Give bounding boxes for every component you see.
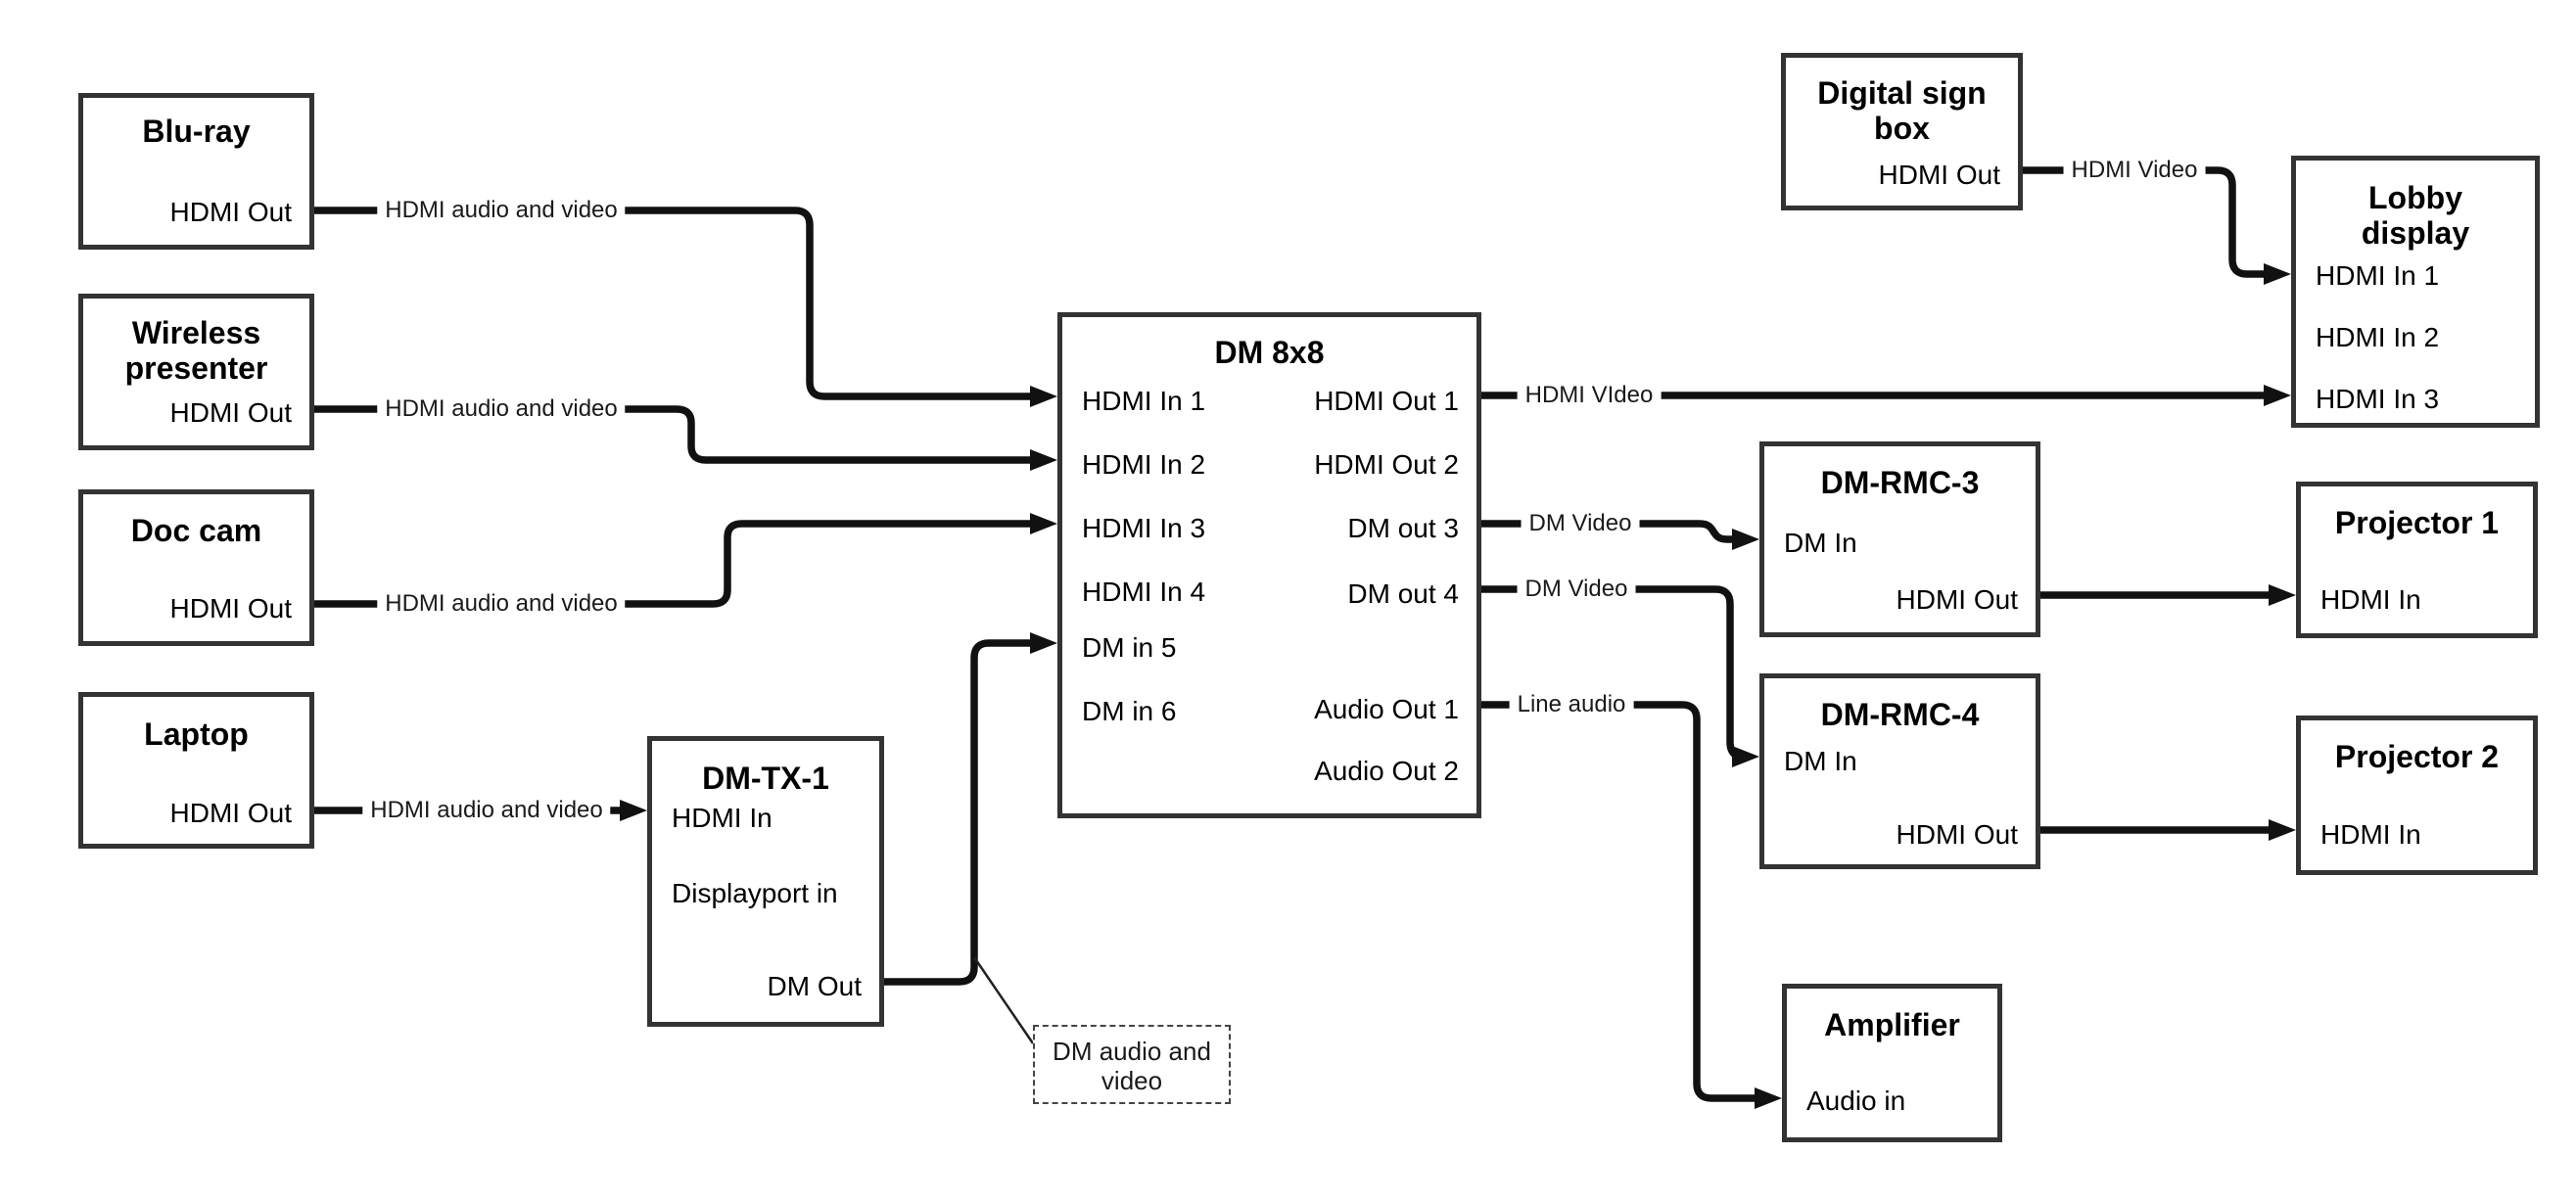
arrowhead-hdmi-in-2: [1030, 449, 1057, 471]
node-dm-rmc-3-title: DM-RMC-3: [1820, 465, 1980, 500]
node-dm-8x8: DM 8x8 HDMI In 1 HDMI In 2 HDMI In 3 HDM…: [1057, 312, 1481, 818]
wire-dmtx1-to-dm-in-5: [884, 639, 1032, 986]
arrowhead-projector1-hdmi-in: [2269, 584, 2296, 606]
arrowhead-rmc4-dm-in: [1732, 746, 1759, 767]
wire-label-hdmiout1: HDMI VIdeo: [1517, 381, 1662, 410]
callout-leader-line: [972, 956, 1035, 1044]
node-digital-sign-title-line2: box: [1874, 111, 1930, 146]
node-lobby-port-hdmi-in-1: HDMI In 1: [2316, 260, 2440, 291]
node-dm-rmc-4: DM-RMC-4 DM In HDMI Out: [1759, 673, 2040, 869]
node-amplifier: Amplifier Audio in: [1782, 984, 2002, 1142]
node-dm-8x8-port-dm-out-3: DM out 3: [1347, 513, 1459, 543]
callout-text-line1: DM audio and: [1053, 1037, 1211, 1066]
node-lobby-port-hdmi-in-3: HDMI In 3: [2316, 384, 2440, 414]
arrowhead-hdmi-in-1: [1030, 386, 1057, 407]
node-dm-tx-1: DM-TX-1 HDMI In Displayport in DM Out: [647, 736, 884, 1027]
arrowhead-hdmi-in-3: [1030, 513, 1057, 534]
arrowhead-lobby-in-1: [2264, 263, 2291, 285]
node-dm-tx-1-port-displayport-in: Displayport in: [672, 878, 838, 908]
node-projector-1-title: Projector 1: [2334, 505, 2500, 540]
node-doc-cam-title: Doc cam: [130, 513, 262, 548]
wire-label-dmout4: DM Video: [1517, 575, 1636, 604]
wire-dmout3-to-rmc3-dm-in: [1481, 520, 1735, 543]
node-projector-2-port-hdmi-in: HDMI In: [2320, 819, 2421, 850]
node-dm-8x8-port-hdmi-in-1: HDMI In 1: [1082, 386, 1206, 416]
node-digital-sign-title-line1: Digital sign: [1817, 75, 1987, 111]
node-wireless-title-line2: presenter: [124, 350, 268, 386]
node-dm-8x8-port-hdmi-out-2: HDMI Out 2: [1314, 449, 1459, 480]
node-laptop: Laptop HDMI Out: [78, 692, 314, 849]
wire-digitalsign-to-lobby-in-1: [2020, 166, 2266, 278]
wire-label-dmout3: DM Video: [1521, 509, 1640, 538]
node-dm-8x8-port-dm-in-5: DM in 5: [1082, 632, 1177, 663]
node-dm-rmc-3: DM-RMC-3 DM In HDMI Out: [1759, 441, 2040, 637]
wire-label-audioout1: Line audio: [1509, 690, 1634, 719]
node-dm-rmc-3-port-hdmi-out: HDMI Out: [1896, 584, 2018, 615]
node-digital-sign-box: Digital sign box HDMI Out: [1781, 53, 2023, 210]
node-bluray-title: Blu-ray: [142, 114, 251, 149]
wire-label-laptop: HDMI audio and video: [362, 796, 611, 825]
node-doc-cam-port-hdmi-out: HDMI Out: [169, 593, 292, 624]
callout-dm-audio-and-video: DM audio and video: [1033, 1025, 1231, 1104]
arrowhead-amplifier-audio-in: [1755, 1087, 1782, 1109]
node-dm-tx-1-port-hdmi-in: HDMI In: [672, 803, 773, 833]
node-projector-2-title: Projector 2: [2334, 739, 2500, 774]
wire-label-doccam: HDMI audio and video: [377, 589, 626, 619]
wire-dmout4-to-rmc4-dm-in: [1481, 585, 1744, 761]
node-laptop-port-hdmi-out: HDMI Out: [169, 798, 292, 828]
wire-audioout1-to-amplifier: [1481, 701, 1756, 1102]
callout-text-line2: video: [1101, 1066, 1163, 1095]
arrowhead-lobby-in-3: [2264, 385, 2291, 406]
node-doc-cam: Doc cam HDMI Out: [78, 489, 314, 646]
wire-label-bluray: HDMI audio and video: [377, 196, 626, 225]
node-dm-8x8-port-audio-out-1: Audio Out 1: [1314, 694, 1459, 724]
node-amplifier-title: Amplifier: [1824, 1007, 1960, 1042]
node-dm-tx-1-title: DM-TX-1: [702, 761, 829, 796]
node-wireless-title-line1: Wireless: [131, 315, 261, 350]
node-dm-8x8-title: DM 8x8: [1214, 335, 1325, 370]
node-lobby-title-line2: display: [2361, 215, 2470, 251]
node-dm-rmc-4-title: DM-RMC-4: [1820, 697, 1980, 732]
node-laptop-title: Laptop: [144, 716, 249, 752]
node-dm-tx-1-port-dm-out: DM Out: [767, 971, 862, 1001]
wire-bluray-to-hdmi-in-1: [314, 207, 1032, 400]
arrowhead-rmc3-dm-in: [1732, 529, 1759, 550]
arrowhead-dm-in-5: [1030, 632, 1057, 654]
node-dm-8x8-port-hdmi-in-4: HDMI In 4: [1082, 577, 1206, 607]
arrowhead-dmtx1-hdmi-in: [620, 800, 647, 821]
node-dm-8x8-port-audio-out-2: Audio Out 2: [1314, 756, 1459, 786]
node-bluray: Blu-ray HDMI Out: [78, 93, 314, 250]
wire-label-digitalsign: HDMI Video: [2063, 156, 2206, 185]
node-lobby-display: Lobby display HDMI In 1 HDMI In 2 HDMI I…: [2291, 156, 2540, 428]
node-projector-2: Projector 2 HDMI In: [2296, 716, 2538, 875]
node-dm-8x8-port-dm-in-6: DM in 6: [1082, 696, 1177, 726]
node-dm-8x8-port-hdmi-out-1: HDMI Out 1: [1314, 386, 1459, 416]
node-dm-rmc-4-port-hdmi-out: HDMI Out: [1896, 819, 2018, 850]
node-amplifier-port-audio-in: Audio in: [1806, 1086, 1906, 1116]
node-dm-rmc-3-port-dm-in: DM In: [1784, 528, 1857, 558]
arrowhead-projector2-hdmi-in: [2269, 819, 2296, 841]
node-lobby-title-line1: Lobby: [2368, 180, 2462, 215]
node-dm-8x8-port-hdmi-in-2: HDMI In 2: [1082, 449, 1206, 480]
wire-wireless-to-hdmi-in-2: [314, 405, 1032, 464]
node-lobby-port-hdmi-in-2: HDMI In 2: [2316, 322, 2440, 352]
node-digital-sign-port-hdmi-out: HDMI Out: [1878, 160, 2000, 190]
node-dm-8x8-port-dm-out-4: DM out 4: [1347, 578, 1459, 609]
wire-doccam-to-hdmi-in-3: [314, 520, 1032, 608]
node-dm-8x8-port-hdmi-in-3: HDMI In 3: [1082, 513, 1206, 543]
node-projector-1-port-hdmi-in: HDMI In: [2320, 584, 2421, 615]
node-wireless-port-hdmi-out: HDMI Out: [169, 397, 292, 428]
node-bluray-port-hdmi-out: HDMI Out: [169, 197, 292, 227]
node-dm-rmc-4-port-dm-in: DM In: [1784, 746, 1857, 776]
node-wireless-presenter: Wireless presenter HDMI Out: [78, 294, 314, 450]
node-projector-1: Projector 1 HDMI In: [2296, 482, 2538, 638]
wire-label-wireless: HDMI audio and video: [377, 394, 626, 424]
